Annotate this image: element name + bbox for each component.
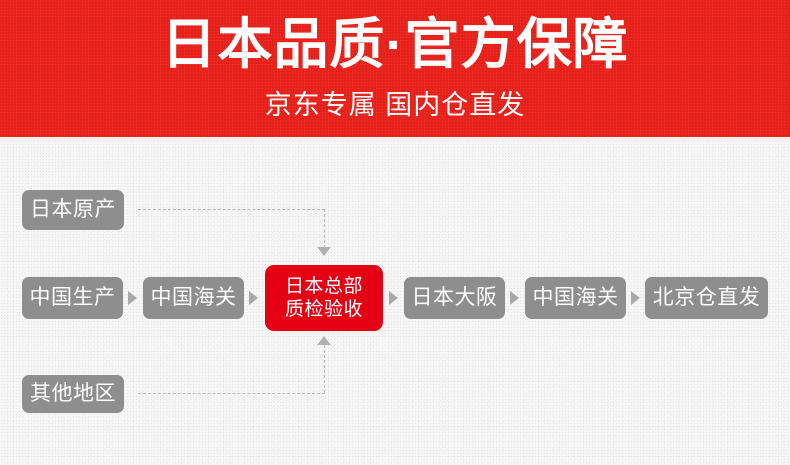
dashed-connector-top-vertical [324,209,325,248]
arrow-right-icon-3 [389,291,398,305]
dashed-connector-top-horizontal [138,209,325,210]
node-origin-japan-label: 日本原产 [30,198,116,221]
node-beijing-warehouse-label: 北京仓直发 [652,286,761,309]
node-japan-hq-inspection-label-line2: 质检验收 [284,299,363,320]
arrow-right-icon-2 [249,291,258,305]
node-china-customs-2[interactable]: 中国海关 [525,277,626,319]
node-japan-osaka-label: 日本大阪 [411,286,498,309]
arrow-right-icon-4 [510,291,519,305]
node-origin-japan[interactable]: 日本原产 [22,190,124,230]
node-china-production-label: 中国生产 [29,286,116,309]
node-japan-hq-inspection-label-line1: 日本总部 [284,276,363,297]
arrow-right-icon-5 [631,291,640,305]
node-china-production[interactable]: 中国生产 [22,277,123,319]
node-japan-osaka[interactable]: 日本大阪 [404,277,505,319]
dashed-connector-bottom-horizontal [138,393,325,394]
dashed-connector-bottom-vertical [324,345,325,393]
arrow-right-icon-1 [128,291,137,305]
node-japan-hq-inspection[interactable]: 日本总部 质检验收 [265,265,383,331]
node-other-regions-label: 其他地区 [30,382,116,405]
node-china-customs-1-label: 中国海关 [150,286,237,309]
banner-subtitle: 京东专属 国内仓直发 [264,90,526,120]
banner-title: 日本品质·官方保障 [161,13,629,75]
arrow-down-icon [317,247,331,256]
node-japan-hq-inspection-text: 日本总部 质检验收 [285,275,363,321]
node-other-regions[interactable]: 其他地区 [22,375,124,413]
node-china-customs-2-label: 中国海关 [532,286,619,309]
arrow-up-icon [317,336,331,345]
header-banner: 日本品质·官方保障 京东专属 国内仓直发 [0,0,790,137]
node-china-customs-1[interactable]: 中国海关 [143,277,244,319]
supply-chain-flow-diagram: 日本原产 中国生产 中国海关 日本总部 质检验收 日本大阪 中国海关 北京仓直 [0,137,790,465]
node-beijing-warehouse[interactable]: 北京仓直发 [645,277,768,319]
